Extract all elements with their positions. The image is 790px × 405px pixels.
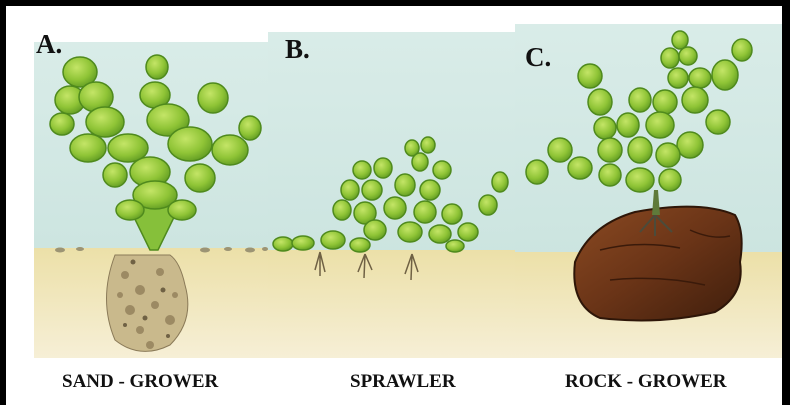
panel-c-caption: ROCK - GROWER xyxy=(565,372,727,391)
panel-c-letter: C. xyxy=(525,44,551,71)
panel-a-letter: A. xyxy=(36,31,62,58)
panel-a-root-mass xyxy=(107,255,188,351)
panel-c-illustration xyxy=(515,24,782,358)
frame-right xyxy=(782,0,790,405)
frame-top xyxy=(0,0,790,6)
frame-left xyxy=(0,0,6,405)
panel-b-letter: B. xyxy=(285,36,310,63)
panel-b-illustration xyxy=(268,32,518,358)
panel-b-caption: SPRAWLER xyxy=(350,372,456,391)
panel-a-illustration xyxy=(34,42,270,358)
panel-b-sand xyxy=(268,250,518,358)
panel-a-caption: SAND - GROWER xyxy=(62,372,218,391)
